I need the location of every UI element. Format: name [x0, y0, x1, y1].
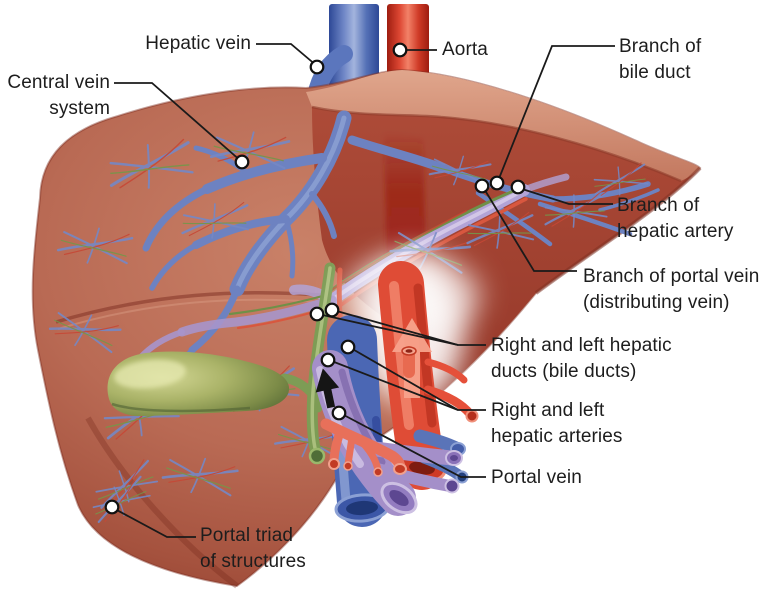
- label-text: hepatic arteries: [491, 426, 623, 447]
- label-text: of structures: [200, 551, 306, 572]
- leader-portal-triad: [112, 507, 196, 538]
- hepatic-vein-tree: [142, 110, 660, 395]
- label-text: Aorta: [442, 39, 488, 60]
- label-text: Right and left hepatic: [491, 335, 672, 356]
- leader-portal-vein: [339, 412, 486, 478]
- markers: [104, 42, 526, 515]
- label-text: Branch of: [619, 36, 702, 57]
- label-text: Central vein: [7, 72, 110, 93]
- marker-hepatic-vein: [309, 59, 325, 75]
- hepatic-artery-branches: [320, 418, 407, 477]
- label-branch-of-bile-duct: Branch of bile duct: [619, 34, 701, 86]
- marker-portal-vein-branch: [474, 178, 490, 194]
- leader-central-vein: [114, 82, 243, 163]
- marker-hepatic-duct-left: [324, 302, 340, 318]
- label-branch-of-hepatic-artery: Branch of hepatic artery: [617, 193, 734, 245]
- label-text: Portal vein: [491, 467, 582, 488]
- label-text: bile duct: [619, 62, 691, 83]
- label-right-left-hepatic-arteries: Right and left hepatic arteries: [491, 398, 623, 450]
- marker-hepatic-artery-branch: [510, 179, 526, 195]
- marker-portal-vein: [331, 405, 347, 421]
- label-branch-of-portal-vein: Branch of portal vein (distributing vein…: [583, 264, 759, 316]
- label-portal-vein: Portal vein: [491, 465, 582, 491]
- label-text: Right and left: [491, 400, 605, 421]
- marker-hepatic-artery-right: [340, 339, 356, 355]
- label-text: hepatic artery: [617, 221, 734, 242]
- marker-hepatic-duct-right: [309, 306, 325, 322]
- marker-central-vein: [234, 154, 250, 170]
- liver-dome-highlight: [306, 70, 700, 181]
- flow-arrow: [315, 368, 340, 409]
- label-text: system: [49, 98, 110, 119]
- leader-hepatic-artery-branch: [518, 187, 613, 205]
- label-text: ducts (bile ducts): [491, 361, 637, 382]
- label-text: Hepatic vein: [145, 33, 251, 54]
- label-hepatic-vein: Hepatic vein: [145, 31, 251, 57]
- leader-portal-vein-branch: [482, 186, 577, 272]
- gallbladder: [107, 351, 323, 416]
- marker-hepatic-artery-left: [320, 352, 336, 368]
- label-text: Branch of: [617, 195, 700, 216]
- leader-lines: [112, 43, 615, 538]
- marker-portal-triad: [104, 499, 120, 515]
- leader-bile-duct-branch: [497, 45, 615, 182]
- marker-aorta: [392, 42, 408, 58]
- label-aorta: Aorta: [442, 37, 488, 63]
- label-text: Portal triad: [200, 525, 294, 546]
- marker-bile-duct-branch: [489, 175, 505, 191]
- leader-hepatic-ducts-b: [332, 309, 459, 346]
- label-text: Branch of portal vein: [583, 266, 760, 287]
- label-right-left-hepatic-ducts: Right and left hepatic ducts (bile ducts…: [491, 333, 672, 385]
- leader-hepatic-vein: [256, 43, 318, 67]
- label-text: (distributing vein): [583, 292, 730, 313]
- label-portal-triad: Portal triad of structures: [200, 523, 306, 575]
- leader-hepatic-arteries-b: [328, 359, 459, 411]
- label-central-vein-system: Central vein system: [7, 70, 110, 122]
